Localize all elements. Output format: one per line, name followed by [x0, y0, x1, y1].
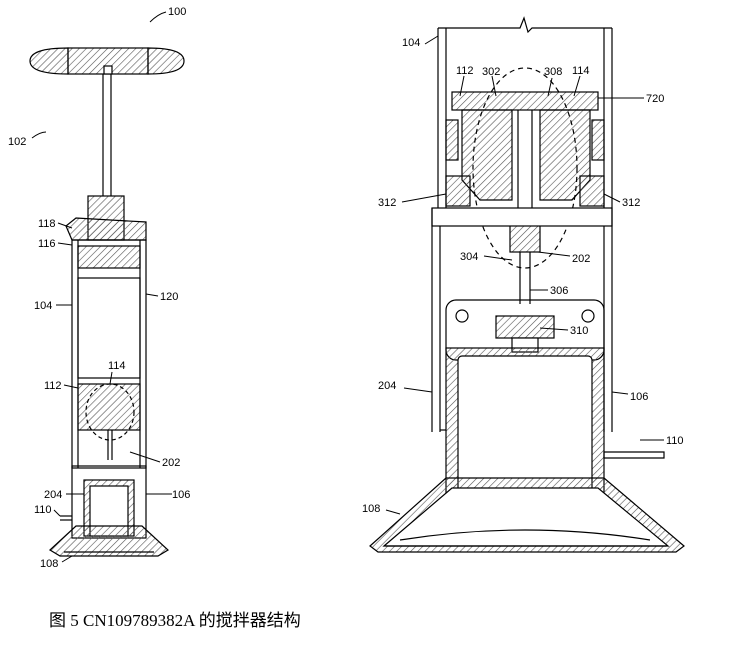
- label-106-right: 106: [630, 391, 648, 403]
- left-mixing-assembly: [77, 383, 141, 460]
- label-204-right: 204: [378, 380, 396, 392]
- left-shaft: [102, 74, 112, 196]
- right-leaders: [385, 35, 664, 515]
- label-100: 100: [168, 6, 186, 18]
- right-reference-labels: 104 112 302 308 114 720 312 312 304 202 …: [362, 37, 684, 515]
- left-handle: [29, 47, 185, 75]
- left-container: [71, 239, 147, 469]
- left-lid: [65, 217, 147, 241]
- label-112-right: 112: [456, 65, 474, 77]
- label-106: 106: [172, 489, 190, 501]
- label-306: 306: [550, 285, 568, 297]
- label-102: 102: [8, 136, 26, 148]
- label-308: 308: [544, 66, 562, 78]
- label-110-right: 110: [666, 435, 684, 447]
- label-118: 118: [38, 218, 56, 230]
- label-202-right: 202: [572, 253, 590, 265]
- label-114: 114: [108, 360, 126, 372]
- label-104: 104: [34, 300, 52, 312]
- label-304: 304: [460, 251, 478, 263]
- label-112: 112: [44, 380, 62, 392]
- label-302: 302: [482, 66, 500, 78]
- label-114-right: 114: [572, 65, 590, 77]
- right-base: [369, 477, 685, 553]
- label-116: 116: [38, 238, 56, 250]
- right-tab: [603, 451, 665, 459]
- label-104-right: 104: [402, 37, 420, 49]
- label-312-left: 312: [378, 197, 396, 209]
- label-108-right: 108: [362, 503, 380, 515]
- right-cap-plate: [451, 91, 599, 111]
- label-720: 720: [646, 93, 664, 105]
- figure-caption: 图 5 CN109789382A 的搅拌器结构: [49, 611, 301, 630]
- label-310: 310: [570, 325, 588, 337]
- label-110: 110: [34, 504, 52, 516]
- right-figure: [369, 16, 685, 553]
- left-leaders: [31, 11, 172, 563]
- label-204: 204: [44, 489, 62, 501]
- left-reference-labels: 100 102 118 116 104 120 114 112 202 106 …: [8, 6, 190, 570]
- left-figure: [29, 47, 185, 557]
- right-shaft: [519, 252, 531, 304]
- label-312-right: 312: [622, 197, 640, 209]
- left-base: [49, 525, 169, 557]
- label-202: 202: [162, 457, 180, 469]
- label-120: 120: [160, 291, 178, 303]
- label-108: 108: [40, 558, 58, 570]
